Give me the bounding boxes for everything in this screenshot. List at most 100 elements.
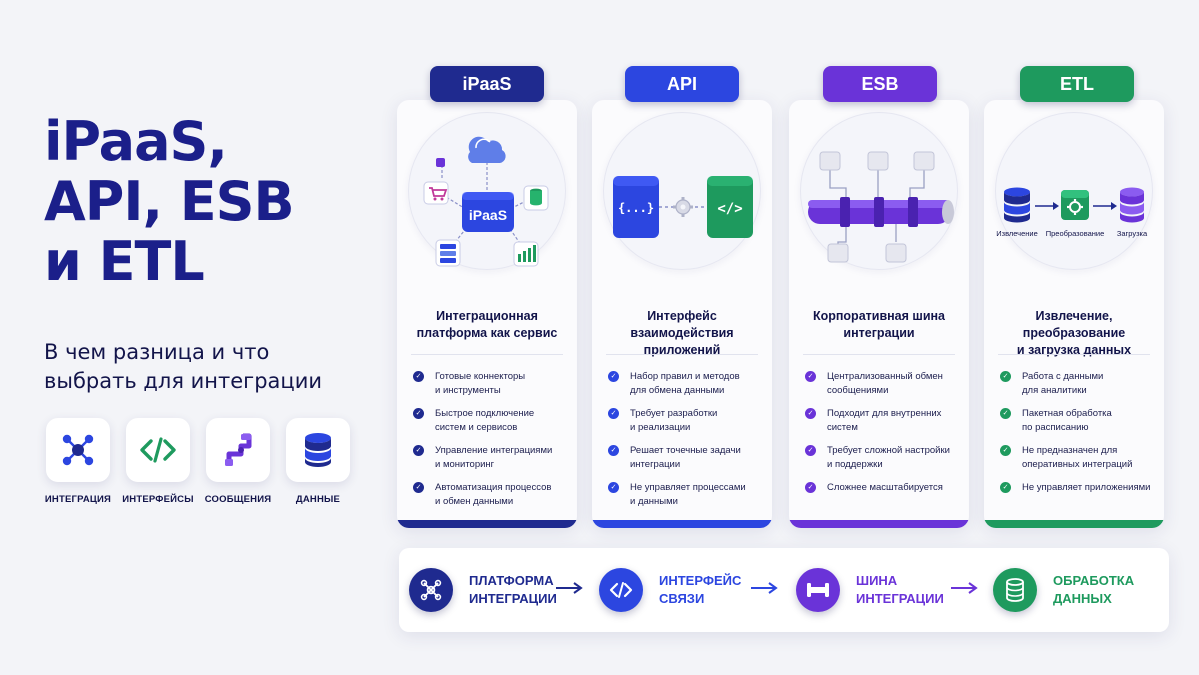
flow-strip: ПЛАТФОРМА ИНТЕГРАЦИИ ИНТЕРФЕЙС СВЯЗИ ШИН…: [399, 548, 1169, 632]
card-accent-bar: [789, 520, 969, 528]
card-title-line: приложений: [643, 343, 721, 357]
title-line-2: API, ESB: [44, 170, 295, 233]
category-row: ИНТЕГРАЦИЯ ИНТЕРФЕЙСЫ СООБЩЕНИЯ: [44, 418, 352, 505]
category-messages: СООБЩЕНИЯ: [204, 418, 272, 505]
ipaas-illustration: iPaaS: [408, 112, 566, 270]
check-icon: ✓: [1000, 408, 1011, 419]
feature-item: ✓Сложнее масштабируется: [805, 481, 963, 518]
card-divider: [998, 354, 1150, 355]
card-title-line: Корпоративная шина: [812, 309, 946, 323]
check-icon: ✓: [608, 408, 619, 419]
card-title: Интерфейс взаимодействия приложений: [600, 308, 764, 359]
card-divider: [803, 354, 955, 355]
check-icon: ✓: [413, 482, 424, 493]
code-brackets-icon: [126, 418, 190, 482]
card-title-line: платформа как сервис: [416, 326, 558, 340]
check-icon: ✓: [413, 371, 424, 382]
check-icon: ✓: [413, 408, 424, 419]
feature-item: ✓Не управляет приложениями: [1000, 481, 1158, 518]
arrow-right-icon: [951, 582, 978, 594]
check-icon: ✓: [805, 445, 816, 456]
message-pipe-icon: [206, 418, 270, 482]
check-icon: ✓: [1000, 482, 1011, 493]
card-title-line: Интерфейс взаимодействия: [630, 309, 734, 340]
tab-esb[interactable]: ESB: [823, 66, 937, 102]
category-label: ИНТЕРФЕЙСЫ: [122, 494, 194, 505]
card-ipaas: iPaaS Интеграционная платформа как серви…: [397, 100, 577, 528]
flow-step-label: ПЛАТФОРМА ИНТЕГРАЦИИ: [469, 573, 557, 606]
tab-etl[interactable]: ETL: [1020, 66, 1134, 102]
card-accent-bar: [592, 520, 772, 528]
flow-step-interface: ИНТЕРФЕЙС СВЯЗИ: [599, 560, 741, 620]
category-label: СООБЩЕНИЯ: [204, 494, 272, 505]
network-hub-icon: [46, 418, 110, 482]
database-icon: [993, 568, 1037, 612]
category-data: ДАННЫЕ: [284, 418, 352, 505]
check-icon: ✓: [1000, 371, 1011, 382]
page-title: iPaaS, API, ESB и ETL: [44, 112, 364, 292]
arrow-right-icon: [751, 582, 778, 594]
check-icon: ✓: [608, 482, 619, 493]
gear-icon: [1067, 199, 1083, 215]
check-icon: ✓: [608, 371, 619, 382]
check-icon: ✓: [413, 445, 424, 456]
flow-step-label: ОБРАБОТКА ДАННЫХ: [1053, 573, 1135, 606]
category-interfaces: ИНТЕРФЕЙСЫ: [122, 418, 194, 505]
category-integration: ИНТЕГРАЦИЯ: [44, 418, 112, 505]
title-line-3: и ETL: [44, 230, 205, 293]
flow-step-data: ОБРАБОТКА ДАННЫХ: [993, 560, 1134, 620]
network-hub-icon: [409, 568, 453, 612]
check-icon: ✓: [1000, 445, 1011, 456]
etl-illustration: Извлечение Преобразование Загрузка: [995, 112, 1153, 270]
flow-step-label: ИНТЕРФЕЙС СВЯЗИ: [659, 573, 742, 606]
subtitle-line-2: выбрать для интеграции: [44, 369, 322, 393]
check-icon: ✓: [805, 482, 816, 493]
tab-api[interactable]: API: [625, 66, 739, 102]
check-icon: ✓: [805, 371, 816, 382]
etl-step-label: Загрузка: [1117, 229, 1148, 238]
tab-ipaas[interactable]: iPaaS: [430, 66, 544, 102]
card-title-line: Интеграционная: [436, 309, 538, 323]
gear-icon: [673, 197, 693, 217]
card-etl: Извлечение Преобразование Загрузка Извле…: [984, 100, 1164, 528]
api-illustration: {...} </>: [603, 112, 761, 270]
card-accent-bar: [984, 520, 1164, 528]
card-title-line: интеграции: [843, 326, 915, 340]
card-api: {...} </> Интерфейс взаимодействия прило…: [592, 100, 772, 528]
card-divider: [606, 354, 758, 355]
code-brackets-icon: [599, 568, 643, 612]
card-divider: [411, 354, 563, 355]
title-line-1: iPaaS,: [44, 110, 228, 173]
card-title-line: и загрузка данных: [1016, 343, 1132, 357]
esb-illustration: [800, 112, 958, 270]
card-title-line: Извлечение, преобразование: [1022, 309, 1126, 340]
etl-step-label: Извлечение: [996, 229, 1038, 238]
ipaas-node-label: iPaaS: [469, 207, 507, 223]
api-left-label: {...}: [618, 201, 654, 215]
database-icon: [1120, 187, 1144, 223]
api-right-label: </>: [717, 201, 742, 217]
arrow-right-icon: [556, 582, 583, 594]
